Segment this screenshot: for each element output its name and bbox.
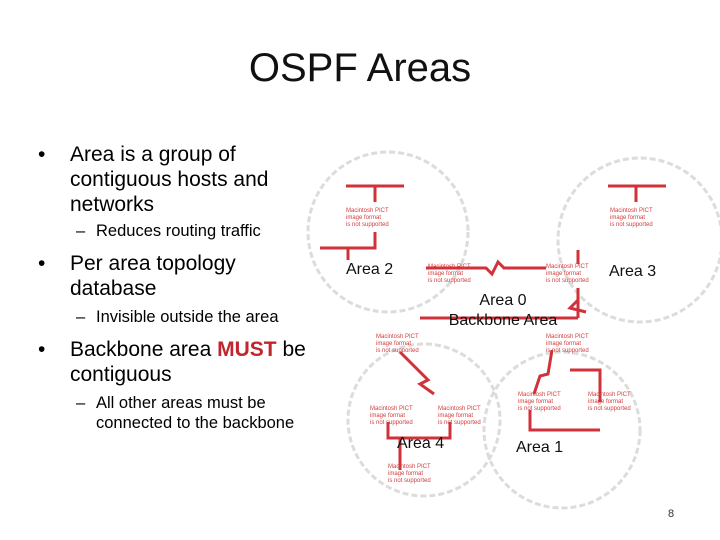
svg-text:image format: image format — [588, 399, 623, 405]
svg-text:is not supported: is not supported — [346, 222, 389, 228]
sub-bullet-dash: – — [76, 308, 86, 326]
svg-text:Macintosh PICT: Macintosh PICT — [610, 208, 653, 214]
link-area0-area1 — [532, 349, 554, 395]
page-number: 8 — [668, 508, 675, 520]
svg-text:image format: image format — [388, 471, 423, 477]
svg-text:is not supported: is not supported — [546, 278, 589, 284]
svg-text:image format: image format — [518, 399, 553, 405]
svg-text:image format: image format — [546, 341, 581, 347]
sub-bullet-item: –Invisible outside the area — [38, 307, 328, 327]
svg-text:is not supported: is not supported — [388, 478, 431, 484]
area3-label: Area 3 — [609, 263, 657, 280]
area1-circle — [482, 350, 642, 510]
sub-bullet-dash: – — [76, 222, 86, 240]
sub-bullet-text: Reduces routing traffic — [96, 222, 261, 240]
svg-text:image format: image format — [610, 215, 645, 221]
bullet-text: Area is a group of contiguous hosts and … — [70, 143, 269, 216]
bullet-text-after: be contiguous — [70, 338, 306, 386]
link-area4-lan — [386, 422, 402, 470]
sub-bullet-item: –All other areas must be connected to th… — [38, 393, 328, 433]
bullet-item: • Per area topology database — [38, 251, 328, 301]
slide-title: OSPF Areas — [248, 46, 472, 90]
svg-text:is not supported: is not supported — [546, 348, 589, 354]
bullet-item: • Backbone area MUST be contiguous — [38, 337, 328, 387]
svg-text:is not supported: is not supported — [428, 278, 471, 284]
area0-label-line1: Area 0 — [479, 292, 527, 309]
svg-text:is not supported: is not supported — [376, 348, 419, 354]
link-backbone-bolt — [567, 298, 587, 314]
svg-text:is not supported: is not supported — [610, 222, 653, 228]
link-area2-area0-serial — [426, 259, 546, 277]
bullet-item: • Area is a group of contiguous hosts and… — [38, 142, 328, 217]
area1-label: Area 1 — [516, 439, 564, 456]
sub-bullet-text: Invisible outside the area — [96, 308, 279, 326]
svg-text:Macintosh PICT: Macintosh PICT — [546, 264, 589, 270]
svg-text:image format: image format — [346, 215, 381, 221]
link-area1-lan — [528, 410, 600, 432]
bullet-dot: • — [38, 143, 46, 166]
bullet-dot: • — [38, 252, 46, 275]
svg-text:Macintosh PICT: Macintosh PICT — [376, 334, 419, 340]
svg-text:Macintosh PICT: Macintosh PICT — [518, 392, 561, 398]
svg-text:is not supported: is not supported — [370, 420, 413, 426]
link-area4-router — [400, 422, 452, 440]
svg-text:image format: image format — [376, 341, 411, 347]
bullet-list: • Area is a group of contiguous hosts and… — [38, 142, 328, 443]
svg-text:Macintosh PICT: Macintosh PICT — [388, 464, 431, 470]
bullet-text-before: Backbone area — [70, 338, 212, 361]
svg-text:is not supported: is not supported — [438, 420, 481, 426]
svg-text:image format: image format — [546, 271, 581, 277]
area0-label-line2: Backbone Area — [448, 312, 558, 329]
link-area2-lan — [320, 232, 377, 250]
svg-text:Macintosh PICT: Macintosh PICT — [370, 406, 413, 412]
svg-text:Macintosh PICT: Macintosh PICT — [546, 334, 589, 340]
area4-label: Area 4 — [397, 435, 445, 452]
area2-label: Area 2 — [346, 261, 394, 278]
sub-bullet-dash: – — [76, 394, 86, 412]
svg-text:Macintosh PICT: Macintosh PICT — [588, 392, 631, 398]
svg-text:image format: image format — [438, 413, 473, 419]
svg-text:image format: image format — [428, 271, 463, 277]
area4-circle — [346, 342, 502, 498]
svg-text:Macintosh PICT: Macintosh PICT — [346, 208, 389, 214]
svg-text:Macintosh PICT: Macintosh PICT — [438, 406, 481, 412]
bullet-text: Per area topology database — [70, 252, 236, 300]
sub-bullet-item: –Reduces routing traffic — [38, 221, 328, 241]
network-links — [320, 184, 666, 470]
bullet-emphasis: MUST — [217, 338, 277, 361]
svg-text:image format: image format — [370, 413, 405, 419]
svg-text:Macintosh PICT: Macintosh PICT — [428, 264, 471, 270]
bullet-dot: • — [38, 338, 46, 361]
link-area1-router — [570, 368, 602, 402]
svg-text:is not supported: is not supported — [518, 406, 561, 412]
sub-bullet-text: All other areas must be connected to the… — [96, 394, 295, 432]
area2-circle — [306, 150, 470, 314]
link-area0-area4 — [398, 350, 435, 396]
area3-circle — [556, 156, 720, 324]
svg-text:is not supported: is not supported — [588, 406, 631, 412]
